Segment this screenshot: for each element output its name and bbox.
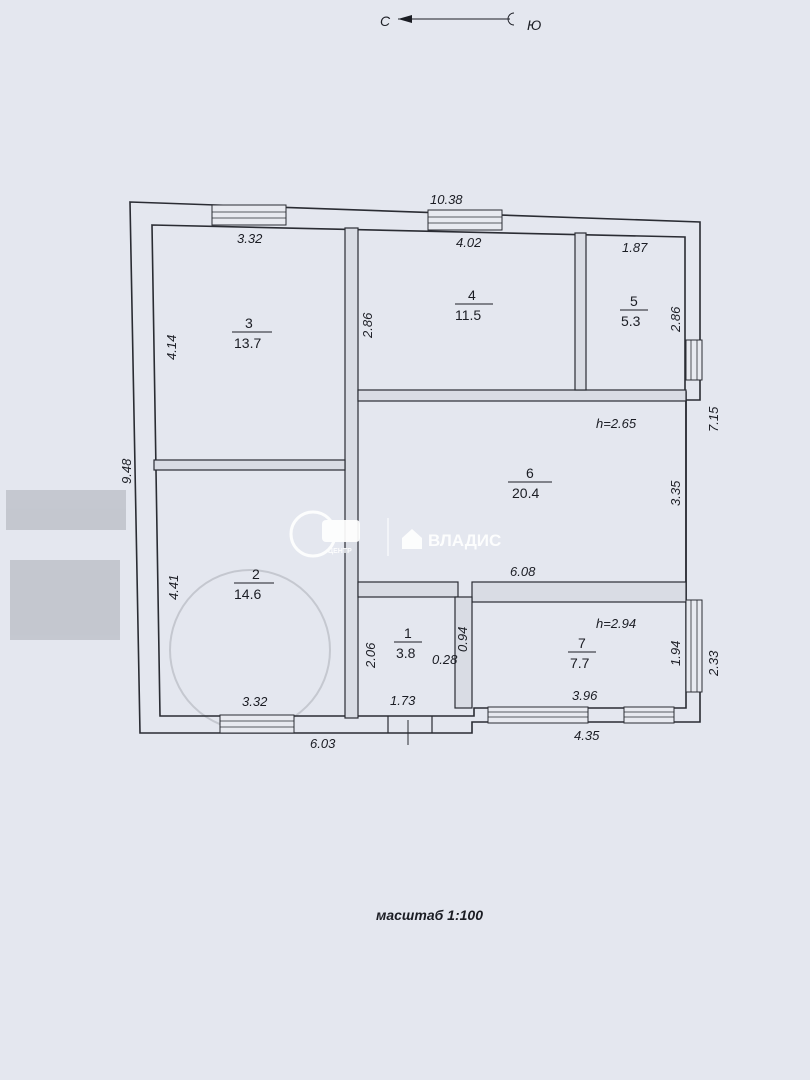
entrance-door <box>387 716 433 745</box>
dim-r5-right: 2.86 <box>668 306 683 333</box>
scale-caption: масштаб 1:100 <box>376 907 483 923</box>
room-5-area: 5.3 <box>621 313 641 329</box>
room-5-number: 5 <box>630 293 638 309</box>
height-r7: h=2.94 <box>596 616 636 631</box>
compass: С Ю <box>380 12 541 33</box>
dim-r2-left: 4.41 <box>166 575 181 600</box>
watermark-brand: ВЛАДИС <box>428 531 501 550</box>
wall-6-bottom <box>357 581 459 598</box>
room-4-number: 4 <box>468 287 476 303</box>
dim-r7-right: 1.94 <box>668 641 683 666</box>
dim-r1-right-a: 0.94 <box>455 627 470 652</box>
wall-4-6 <box>357 389 687 402</box>
window-top-center <box>427 209 503 231</box>
arrow-head-icon <box>398 15 412 23</box>
room-3-area: 13.7 <box>234 335 261 351</box>
window-right-5 <box>685 339 703 381</box>
room-4-area: 11.5 <box>455 307 481 323</box>
room-3-number: 3 <box>245 315 253 331</box>
dim-r1-right-b: 0.28 <box>432 652 458 667</box>
wall-4-5 <box>574 232 587 391</box>
dim-r6-bottom: 6.08 <box>510 564 536 579</box>
compass-north: С <box>380 13 391 29</box>
dim-overall-right: 7.15 <box>706 406 721 432</box>
dim-overall-left: 9.48 <box>119 458 134 484</box>
dim-r2-bottom: 3.32 <box>242 694 268 709</box>
stamp-remnant <box>6 490 331 731</box>
dim-r5-top: 1.87 <box>622 240 648 255</box>
dim-r6-right: 3.35 <box>668 480 683 506</box>
dim-right-lower: 2.33 <box>706 650 721 677</box>
dim-r3-left: 4.14 <box>164 335 179 360</box>
wall-1-7 <box>454 596 473 709</box>
room-1-number: 1 <box>404 625 412 641</box>
window-bottom-left <box>219 714 295 734</box>
room-7-area: 7.7 <box>570 655 590 671</box>
dim-bottom-left: 6.03 <box>310 736 336 751</box>
dim-r3-top: 3.32 <box>237 231 263 246</box>
dim-r7-bottom: 3.96 <box>572 688 598 703</box>
room-6-number: 6 <box>526 465 534 481</box>
room-2-number: 2 <box>252 566 260 582</box>
window-top-left <box>211 204 287 226</box>
height-r6: h=2.65 <box>596 416 637 431</box>
home-icon <box>402 529 422 549</box>
watermark: ЦЕНТР ВЛАДИС <box>289 510 501 558</box>
room-7-number: 7 <box>578 635 586 651</box>
dim-overall-top: 10.38 <box>430 192 463 207</box>
window-bottom-7a <box>487 706 589 724</box>
compass-south: Ю <box>527 17 541 33</box>
room-1-area: 3.8 <box>396 645 416 661</box>
wall-6-7 <box>471 581 687 603</box>
room-6-area: 20.4 <box>512 485 539 501</box>
watermark-logo-sub: ЦЕНТР <box>328 548 352 555</box>
wall-vertical-center <box>344 227 359 719</box>
dim-bottom-right: 4.35 <box>574 728 600 743</box>
dim-r1-left: 2.06 <box>363 642 378 669</box>
room-2-area: 14.6 <box>234 586 261 602</box>
dim-r1-bottom: 1.73 <box>390 693 416 708</box>
wall-3-2 <box>153 459 346 471</box>
dim-r4-top: 4.02 <box>456 235 482 250</box>
window-right-7 <box>685 599 703 693</box>
window-bottom-7b <box>623 706 675 724</box>
dim-r4-left: 2.86 <box>360 312 375 339</box>
